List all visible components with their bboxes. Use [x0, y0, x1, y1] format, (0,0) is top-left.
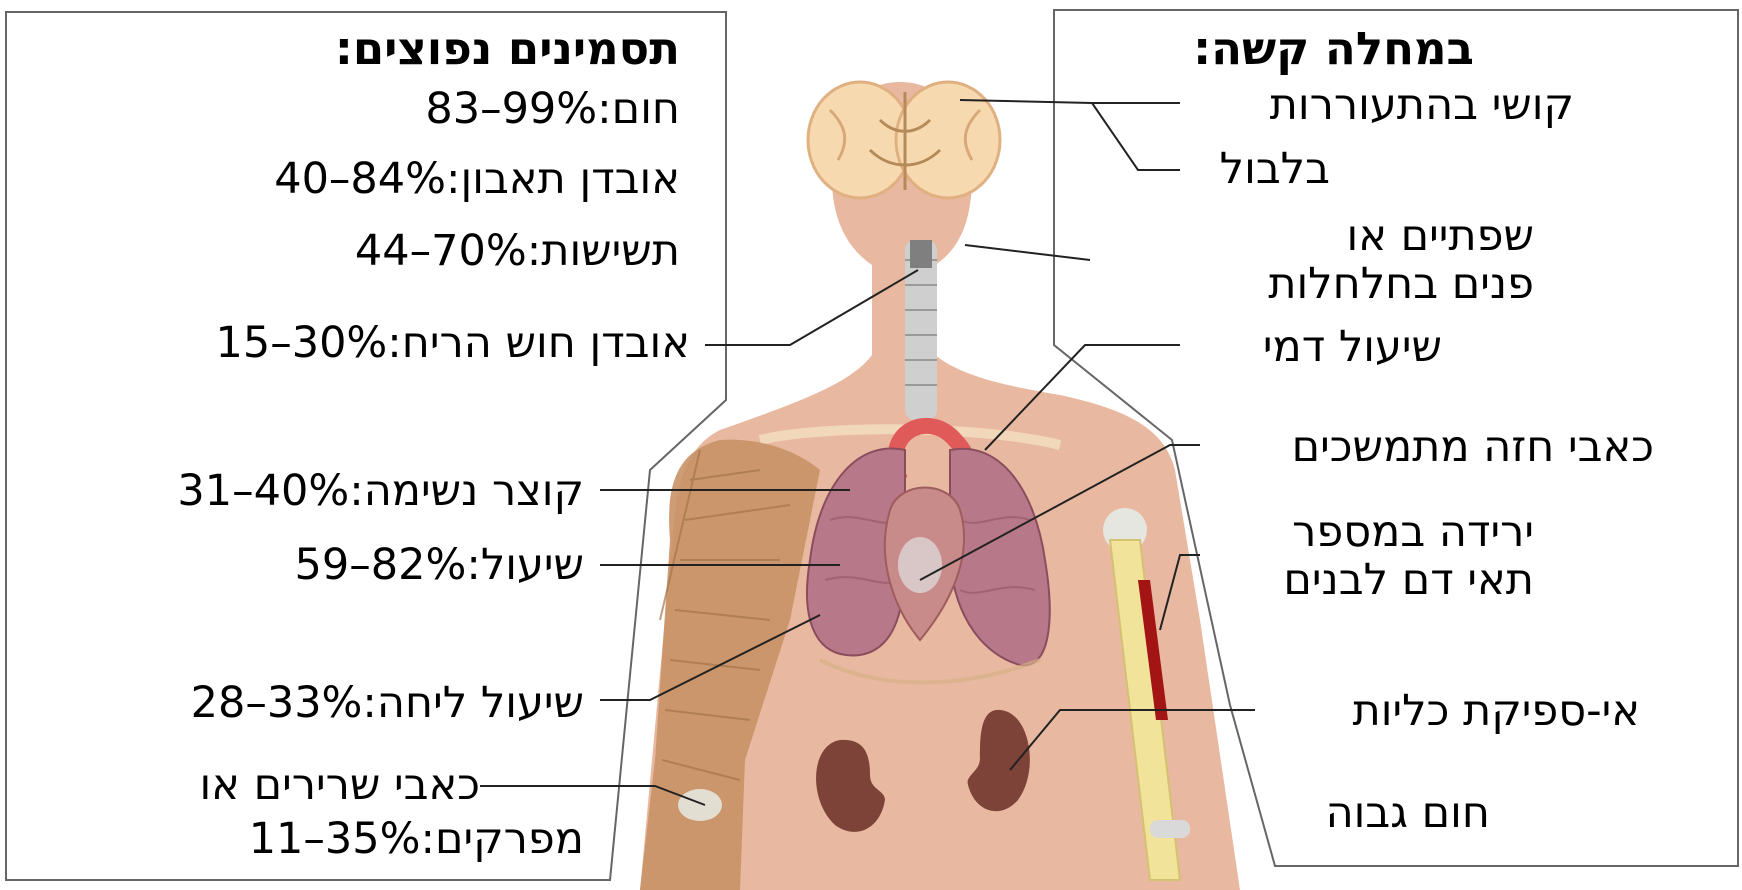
symptom-label: קוצר נשימה — [364, 466, 584, 516]
common-symptom-5: 31–40%:קוצר נשימה — [177, 470, 584, 513]
common-symptom-8-line2: 11–35%:מפרקים — [249, 818, 584, 861]
common-symptom-7: 28–33%:שיעול ליחה — [191, 682, 584, 725]
severe-symptom-8: חום גבוה — [1326, 792, 1490, 835]
common-symptom-1: 83–99%:חום — [425, 88, 680, 131]
symptom-label: שיעול — [481, 540, 584, 590]
symptom-label: אובדן תאבון — [461, 154, 680, 204]
severe-symptom-6-line1: ירידה במספר — [1283, 508, 1534, 556]
symptom-range: 31–40% — [177, 466, 349, 516]
symptom-range: 83–99% — [425, 84, 597, 134]
elbow-joint — [678, 789, 722, 821]
severe-symptom-1: קושי בהתעוררות — [1270, 84, 1574, 127]
common-symptom-6: 59–82%:שיעול — [295, 544, 584, 587]
severe-symptom-5: כאבי חזה מתמשכים — [1292, 426, 1654, 469]
symptom-label: אובדן חוש הריח — [402, 318, 690, 368]
severe-symptom-6: ירידה במספר תאי דם לבנים — [1283, 508, 1534, 604]
heart-highlight — [898, 537, 942, 593]
symptom-label: חום — [612, 84, 680, 134]
symptom-range: 11–35% — [249, 814, 421, 864]
severe-symptom-3-line1: שפתיים או — [1268, 212, 1534, 260]
severe-symptom-4: שיעול דמי — [1263, 326, 1442, 369]
left-box-frame — [6, 12, 726, 880]
larynx — [910, 240, 932, 268]
symptom-range: 44–70% — [355, 226, 527, 276]
common-symptom-4: 15–30%:אובדן חוש הריח — [216, 322, 691, 365]
severe-symptom-3-line2: פנים בחלחלות — [1268, 260, 1534, 308]
common-symptom-2: 40–84%:אובדן תאבון — [274, 158, 680, 201]
symptom-range: 28–33% — [191, 678, 363, 728]
symptom-range: 40–84% — [274, 154, 446, 204]
severe-symptom-7: אי-ספיקת כליות — [1353, 690, 1640, 733]
common-symptom-3: 44–70%:תשישות — [355, 230, 680, 273]
severe-symptom-6-line2: תאי דם לבנים — [1283, 556, 1534, 604]
symptom-range: 59–82% — [295, 540, 467, 590]
symptom-label: שיעול ליחה — [377, 678, 584, 728]
symptom-label: תשישות — [541, 226, 680, 276]
severe-disease-heading: במחלה קשה: — [1193, 26, 1474, 71]
common-symptom-8-line1: כאבי שרירים או — [199, 764, 480, 807]
symptom-label: מפרקים — [435, 814, 584, 864]
symptom-range: 15–30% — [216, 318, 388, 368]
severe-symptom-2: בלבול — [1220, 148, 1330, 191]
common-symptoms-heading: תסמינים נפוצים: — [335, 26, 680, 71]
severe-symptom-3: שפתיים או פנים בחלחלות — [1268, 212, 1534, 308]
